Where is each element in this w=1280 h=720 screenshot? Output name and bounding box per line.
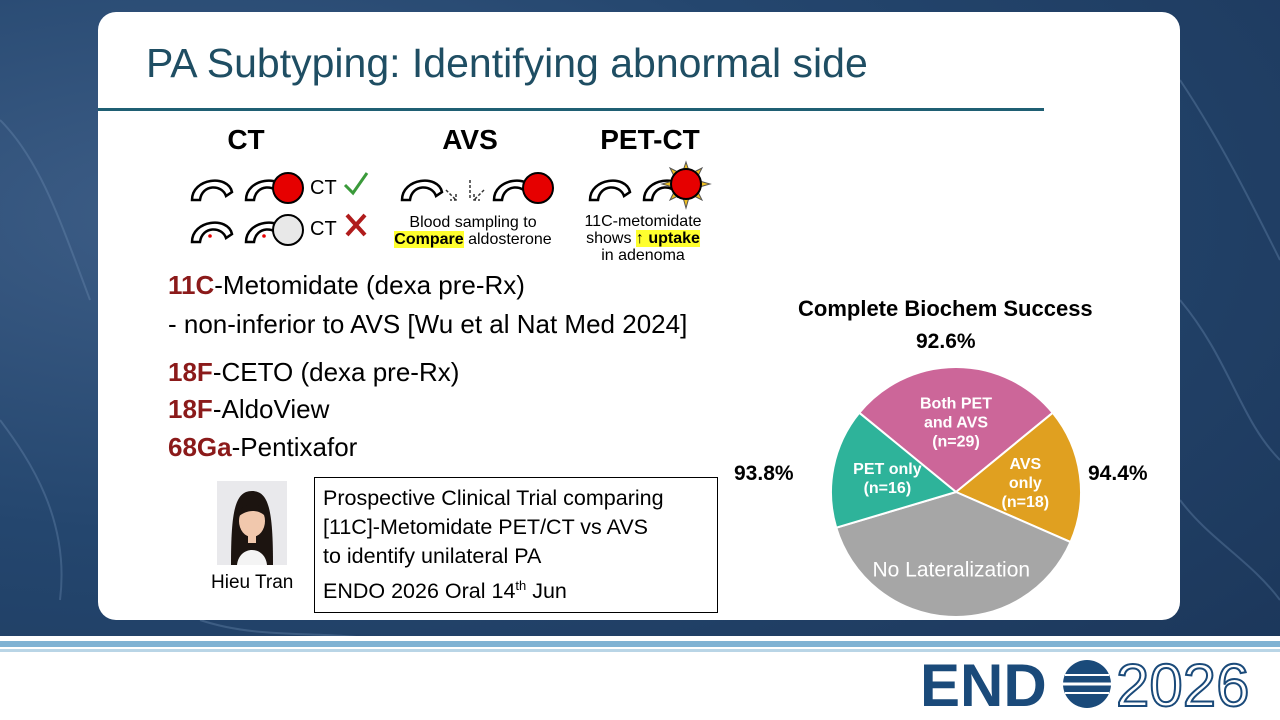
pie-slice (830, 411, 959, 529)
pie-slice-label: AVS (1009, 456, 1041, 473)
chart-title: Complete Biochem Success (798, 296, 1093, 321)
tracer-note: - non-inferior to AVS [Wu et al Nat Med … (168, 309, 688, 339)
avs-caption: Blood sampling to Compare aldosterone (388, 214, 558, 248)
endo-2026-logo: END 2026 (920, 654, 1250, 714)
checkmark-icon (343, 172, 369, 196)
avs-heading: AVS (442, 124, 498, 155)
trial-line: to identify unilateral PA (323, 544, 542, 568)
avs-sampling-icon (400, 172, 554, 204)
trial-line: ENDO 2026 Oral 14th Jun (323, 578, 567, 604)
trial-line: Prospective Clinical Trial comparing (323, 486, 664, 510)
petct-caption-line1: 11C-metomidate (584, 213, 702, 230)
pie-slice-label: (n=16) (864, 480, 912, 497)
presenter-name: Hieu Tran (211, 572, 294, 593)
pie-slice-label: PET only (853, 461, 922, 478)
globe-icon (1063, 660, 1111, 708)
logo-year-text: 2026 (1116, 654, 1249, 714)
pie-slice-label: (n=29) (932, 433, 980, 450)
petct-caption-line3: in adenoma (601, 247, 685, 264)
logo-endo-text: END (920, 654, 1047, 714)
pie-slice (857, 366, 1055, 494)
ct-adrenal-lesion-icon (190, 172, 304, 204)
avs-caption-highlight: Compare (394, 231, 464, 248)
petct-caption-highlight: ↑ uptake (635, 230, 700, 247)
slide-title: PA Subtyping: Identifying abnormal side (146, 40, 868, 86)
footer-stripe (0, 641, 1280, 647)
pie-slice-label: only (1009, 475, 1042, 492)
petct-caption-line2: shows (586, 230, 636, 247)
tracer-item: 18F-CETO (dexa pre-Rx) (168, 357, 460, 387)
avs-caption-line2: aldosterone (463, 231, 552, 248)
avs-caption-line1: Blood sampling to (409, 214, 537, 231)
pie-slice (954, 411, 1082, 544)
pct-pet: 93.8% (734, 462, 794, 485)
petct-heading: PET-CT (600, 124, 700, 155)
slide-card: PA Subtyping: Identifying abnormal side … (98, 12, 1180, 620)
ct-heading: CT (227, 124, 265, 155)
tracer-item: 18F-AldoView (168, 394, 330, 424)
ct-adrenal-normal-icon (190, 214, 304, 246)
pie-slice-label: (n=18) (1002, 494, 1050, 511)
ct-row1-label: CT (310, 177, 337, 199)
pie-chart: Both PET and AVS (n=29) AVS only (n=18) No Lat… (830, 366, 1082, 618)
title-divider (98, 108, 1044, 111)
footer-stripe-thin (0, 649, 1280, 652)
presenter-avatar-icon (217, 481, 287, 565)
pct-avs: 94.4% (1088, 462, 1148, 485)
trial-info-box: Prospective Clinical Trial comparing [11… (314, 477, 718, 613)
pie-slice-label: Both PET (920, 395, 992, 412)
tracer-item: 68Ga-Pentixafor (168, 432, 358, 462)
pie-slice (834, 490, 1072, 618)
cross-icon (345, 213, 367, 237)
trial-line: [11C]-Metomidate PET/CT vs AVS (323, 515, 648, 539)
petct-caption: 11C-metomidate shows ↑ uptake in adenoma (568, 213, 718, 264)
presenter-photo (217, 481, 287, 565)
pct-both: 92.6% (916, 330, 976, 353)
pie-slice-label: and AVS (924, 414, 988, 431)
petct-uptake-icon (588, 160, 712, 210)
pie-slice-label: No Lateralization (872, 558, 1030, 581)
tracer-item: 11C-Metomidate (dexa pre-Rx) (168, 270, 525, 300)
ct-row2-label: CT (310, 218, 337, 240)
